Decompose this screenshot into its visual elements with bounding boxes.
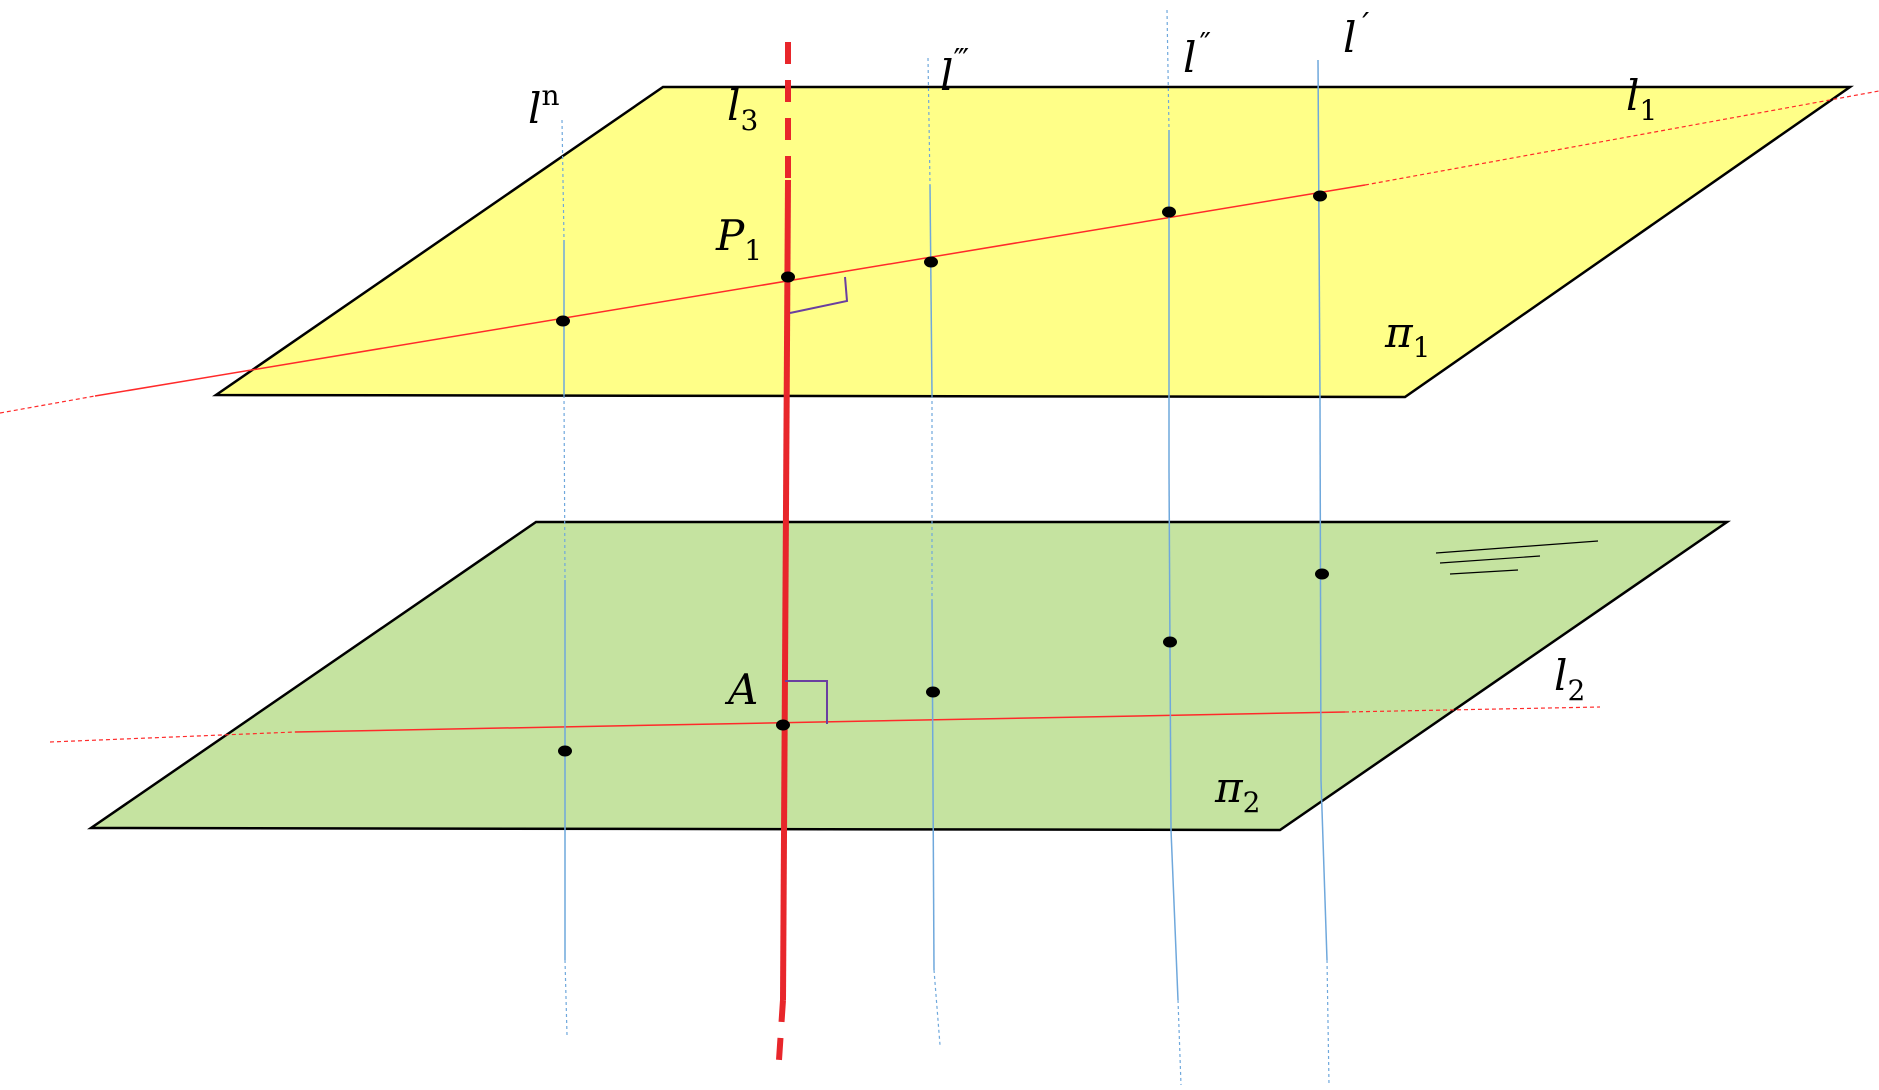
line-l1 [0,90,1879,414]
plane-pi2 [86,520,1732,832]
plane-hatch-marks [1435,540,1599,575]
point-l-triple-pi2 [926,686,940,698]
point-l-n-pi2 [558,745,572,757]
point-p1 [781,271,795,283]
point-l-double-pi1 [1162,206,1176,218]
line-l-double-prime [1166,9,1182,1086]
right-angle-icon [789,276,849,314]
label-l-triple-prime: l‴ [940,43,969,100]
label-l2: l2 [1554,651,1585,707]
line-l-prime [1317,59,1330,1086]
point-l-n-pi1 [556,315,570,327]
point-l-triple-pi1 [924,256,938,268]
label-l3: l3 [727,81,758,137]
label-p1: P1 [715,211,762,267]
label-a: A [724,665,758,714]
point-a [776,719,790,731]
point-l-prime-pi2 [1315,568,1329,580]
plane-pi1 [211,85,1854,399]
point-l-prime-pi1 [1313,190,1327,202]
right-angle-icon [785,680,828,724]
label-l-prime: lˊ [1343,9,1371,62]
label-pi1: π1 [1384,308,1430,364]
label-l1: l1 [1626,71,1657,127]
point-l-double-pi2 [1163,636,1177,648]
line-l3 [775,42,791,1076]
label-pi2: π2 [1214,763,1260,819]
points [556,190,1329,757]
label-l-double-prime: l˝ [1183,29,1211,82]
line-l-triple-prime [927,57,941,1046]
label-l-n: ln [528,79,559,133]
